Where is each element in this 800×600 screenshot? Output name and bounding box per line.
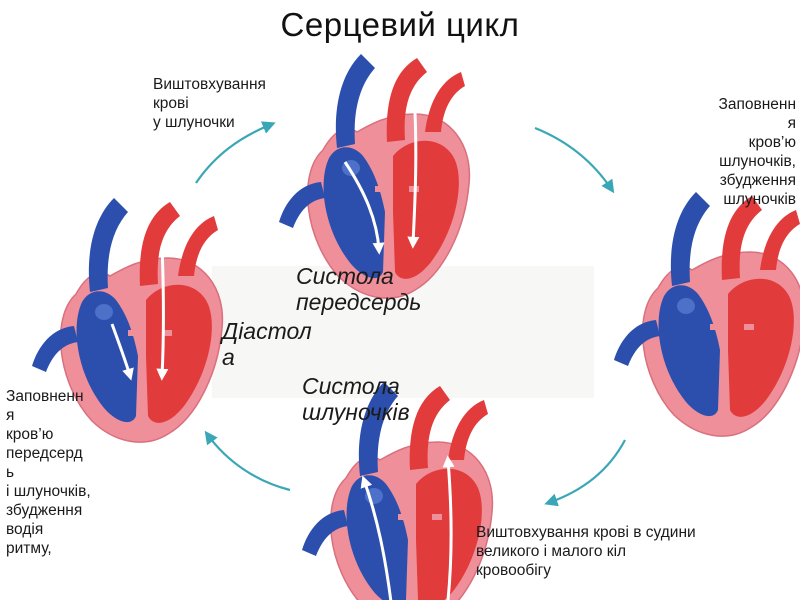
heart-left bbox=[31, 197, 224, 443]
heart-top bbox=[278, 53, 471, 299]
cycle-arrow-bottom-right bbox=[544, 439, 626, 507]
heart-right bbox=[613, 191, 800, 437]
phase-atrial-systole: Систола передсердь bbox=[296, 263, 422, 315]
caption-bottom-right: Виштовхування крові в судини великого і … bbox=[476, 524, 696, 579]
cycle-arrow-top-left bbox=[195, 121, 276, 184]
caption-top-right: Заповненн я кров’ю шлуночків, збудження … bbox=[718, 96, 796, 208]
diagram-title: Серцевий цикл bbox=[280, 6, 520, 43]
cycle-arrow-top-right bbox=[534, 126, 615, 194]
phase-ventricular-systole: Систола шлуночків bbox=[302, 373, 410, 425]
caption-top-left: Виштовхування крові у шлуночки bbox=[153, 76, 266, 131]
caption-bottom-left: Заповненн я кров’ю передсерд ь і шлуночк… bbox=[6, 388, 91, 557]
heart-bottom bbox=[301, 381, 494, 600]
cycle-arrow-bottom-left bbox=[204, 430, 291, 492]
phase-diastole: Діастол а bbox=[222, 318, 312, 370]
